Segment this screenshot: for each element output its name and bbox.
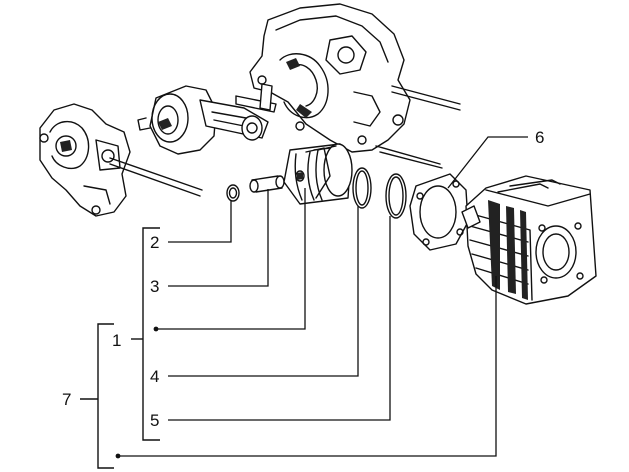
- left-crankcase: [39, 103, 203, 217]
- piston-rings: [352, 167, 407, 219]
- callout-4: 4: [150, 367, 159, 386]
- bracket-group-1: [142, 227, 160, 441]
- crankshaft: [137, 83, 277, 155]
- piston-pin: [249, 175, 285, 193]
- callout-7: 7: [62, 390, 71, 409]
- bracket-group-7: [97, 323, 114, 469]
- leader-3: [168, 189, 269, 287]
- cylinder: [461, 175, 597, 305]
- leader-4: [168, 206, 359, 377]
- callout-5: 5: [150, 411, 159, 430]
- leader-1: [156, 188, 306, 330]
- callout-1: 1: [112, 331, 121, 350]
- leader-7: [118, 276, 497, 457]
- callout-6: 6: [535, 128, 544, 147]
- cylinder-gasket: [409, 173, 469, 251]
- callout-2: 2: [150, 233, 159, 252]
- leader-6: [447, 136, 528, 189]
- piston: [283, 143, 353, 205]
- callout-3: 3: [150, 277, 159, 296]
- circlip: [226, 184, 240, 202]
- leader-dot-7: [115, 453, 121, 459]
- leader-5: [168, 216, 391, 421]
- leader-2: [168, 201, 232, 243]
- crankcase-half: [249, 3, 461, 169]
- leader-dot-1: [153, 326, 159, 332]
